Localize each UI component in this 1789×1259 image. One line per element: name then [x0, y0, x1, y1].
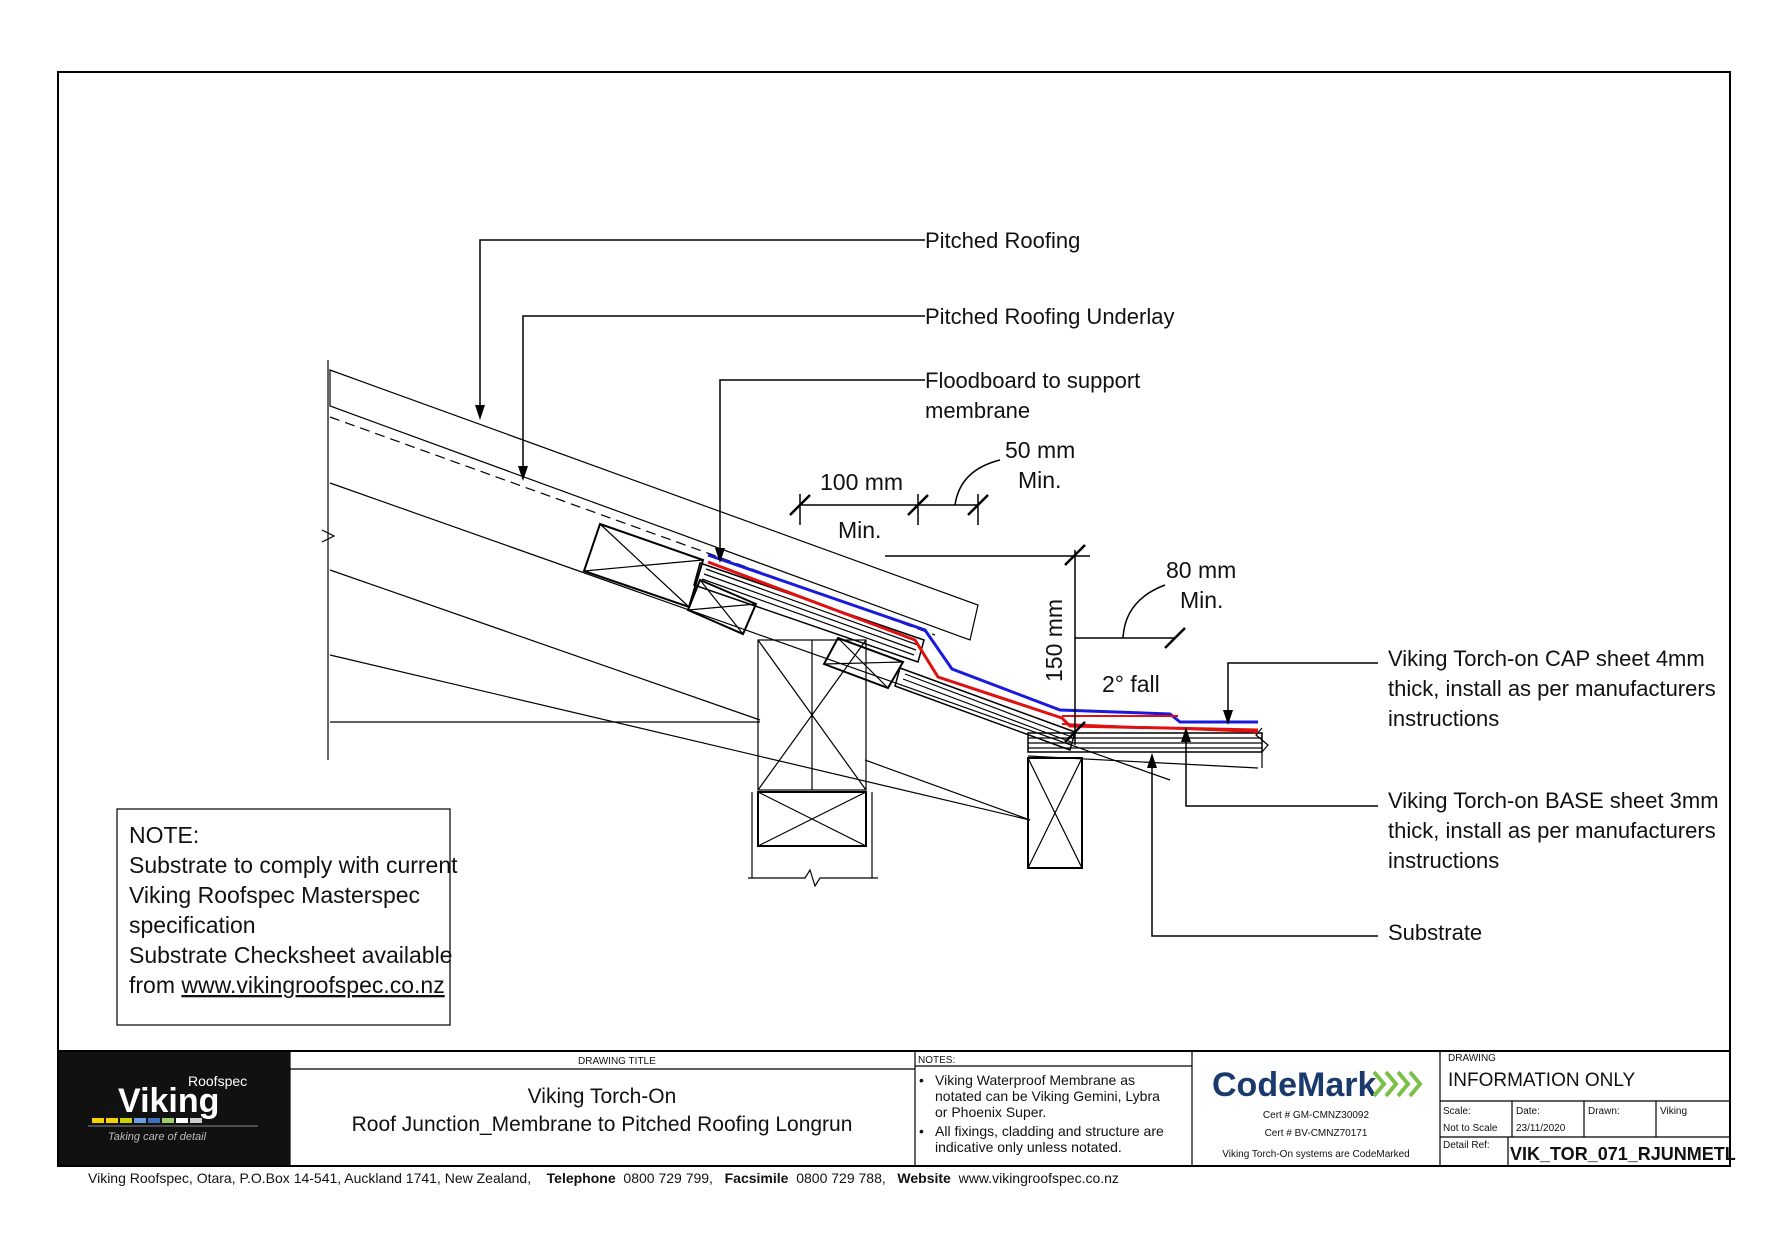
drawing-title-line1: Viking Torch-On — [528, 1085, 677, 1108]
date-label: Date: — [1516, 1106, 1540, 1117]
dim-100mm: 100 mm — [820, 469, 903, 495]
detail-ref-value: VIK_TOR_071_RJUNMETL — [1510, 1144, 1736, 1164]
drawn-value: Viking — [1660, 1106, 1687, 1117]
logo-roofspec: Roofspec — [188, 1073, 247, 1089]
label-cap-sheet-line2: thick, install as per manufacturers — [1388, 676, 1716, 701]
drawing-title-line2: Roof Junction_Membrane to Pitched Roofin… — [352, 1113, 853, 1136]
footer-telephone: 0800 729 799, — [623, 1170, 713, 1186]
scale-value: Not to Scale — [1443, 1123, 1498, 1134]
scale-label: Scale: — [1443, 1106, 1471, 1117]
notes-item-2-line: indicative only unless notated. — [935, 1139, 1122, 1155]
membranes — [707, 553, 1259, 733]
notes-bullet-2: • — [919, 1123, 924, 1139]
footer-website-label: Website — [897, 1170, 951, 1186]
drawing-header: DRAWING — [1448, 1053, 1496, 1064]
base-sheet-line — [707, 560, 1259, 732]
label-cap-sheet-line1: Viking Torch-on CAP sheet 4mm — [1388, 646, 1705, 671]
footer-facsimile: 0800 729 788, — [796, 1170, 886, 1186]
logo-viking: Viking — [118, 1082, 219, 1120]
viking-roofspec-logo: Roofspec Viking Taking care of detail — [59, 1052, 290, 1165]
dim-80mm-min: Min. — [1180, 587, 1223, 613]
note-line: Substrate Checksheet available — [129, 942, 452, 968]
label-floodboard-line2: membrane — [925, 398, 1030, 423]
information-only: INFORMATION ONLY — [1448, 1070, 1636, 1091]
notes-item-2-line: All fixings, cladding and structure are — [935, 1123, 1164, 1139]
notes-item-1-line: or Phoenix Super. — [935, 1104, 1046, 1120]
note-line: from www.vikingroofspec.co.nz — [129, 972, 445, 998]
dim-50mm: 50 mm — [1005, 437, 1075, 463]
label-pitched-roofing: Pitched Roofing — [925, 228, 1080, 253]
dim-80mm: 80 mm — [1166, 557, 1236, 583]
footer-address: Viking Roofspec, Otara, P.O.Box 14-541, … — [88, 1170, 532, 1186]
notes-item-1-line: Viking Waterproof Membrane as — [935, 1072, 1135, 1088]
note-line: specification — [129, 912, 256, 938]
note-website-link[interactable]: www.vikingroofspec.co.nz — [180, 972, 444, 998]
leader-lines — [479, 239, 1378, 937]
date-value: 23/11/2020 — [1516, 1123, 1566, 1134]
label-base-sheet-line2: thick, install as per manufacturers — [1388, 818, 1716, 843]
label-base-sheet-line3: instructions — [1388, 848, 1499, 873]
label-substrate: Substrate — [1388, 920, 1482, 945]
cap-sheet-line — [707, 553, 1258, 724]
note-box: NOTE: Substrate to comply with current V… — [116, 808, 458, 1026]
roof-section-geometry — [321, 360, 1269, 888]
logo-tagline: Taking care of detail — [108, 1131, 207, 1143]
drawing-title-header: DRAWING TITLE — [578, 1056, 656, 1067]
dim-150mm: 150 mm — [1041, 599, 1067, 682]
note-heading: NOTE: — [129, 822, 199, 848]
cert-1: Cert # GM-CMNZ30092 — [1263, 1110, 1370, 1121]
notes-bullet-1: • — [919, 1072, 924, 1088]
dim-2deg-fall: 2° fall — [1102, 671, 1160, 697]
dim-50mm-min: Min. — [1018, 467, 1061, 493]
footer-website-link[interactable]: www.vikingroofspec.co.nz — [958, 1170, 1119, 1186]
label-cap-sheet-line3: instructions — [1388, 706, 1499, 731]
drawing-frame — [57, 71, 1731, 1167]
codemark-logo: CodeMark — [1212, 1066, 1423, 1104]
notes-header: NOTES: — [918, 1055, 955, 1066]
detail-ref-label: Detail Ref: — [1443, 1140, 1490, 1151]
label-floodboard-line1: Floodboard to support — [925, 368, 1140, 393]
dim-100mm-min: Min. — [838, 517, 881, 543]
notes-item-1-line: notated can be Viking Gemini, Lybra — [935, 1088, 1160, 1104]
codemark-wordmark: CodeMark — [1212, 1066, 1376, 1104]
label-pitched-roofing-underlay: Pitched Roofing Underlay — [925, 304, 1174, 329]
footer-facsimile-label: Facsimile — [724, 1170, 789, 1186]
cert-2: Cert # BV-CMNZ70171 — [1265, 1128, 1368, 1139]
drawn-label: Drawn: — [1588, 1106, 1620, 1117]
footer-contact: Viking Roofspec, Otara, P.O.Box 14-541, … — [88, 1170, 1119, 1186]
leader-arrowheads — [475, 405, 1233, 768]
note-line: Substrate to comply with current — [129, 852, 458, 878]
note-line: Viking Roofspec Masterspec — [129, 882, 420, 908]
label-base-sheet-line1: Viking Torch-on BASE sheet 3mm — [1388, 788, 1719, 813]
note-from: from — [129, 972, 181, 998]
dimension-lines — [789, 459, 1186, 745]
codemark-note: Viking Torch-On systems are CodeMarked — [1222, 1149, 1410, 1160]
footer-telephone-label: Telephone — [546, 1170, 616, 1186]
